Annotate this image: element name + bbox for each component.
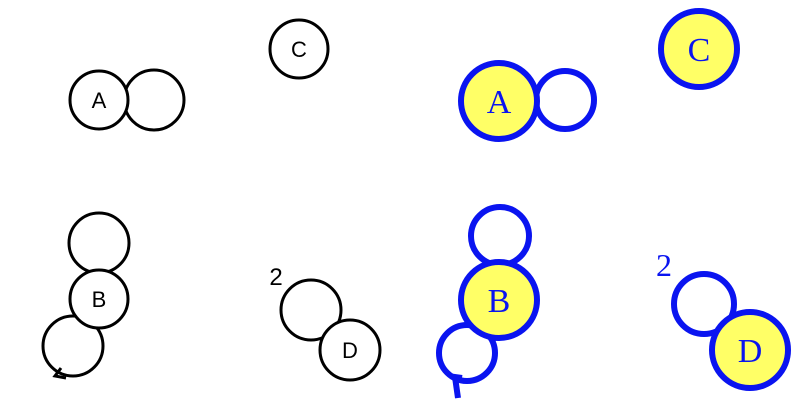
styled-glyphs: A C B 2 D	[436, 8, 791, 399]
styled-glyph-b-tail	[451, 373, 463, 399]
styled-glyph-b-label: B	[488, 283, 511, 320]
styled-glyph-d-ring	[671, 271, 737, 337]
styled-glyph-d-label: D	[738, 333, 763, 370]
styled-glyph-d-number: 2	[656, 247, 672, 283]
styled-glyph-b: B	[436, 204, 540, 399]
plain-glyph-d-number: 2	[269, 264, 282, 291]
plain-glyph-c-circle	[268, 18, 330, 80]
styled-glyph-d: 2 D	[656, 247, 791, 391]
plain-glyph-a: A	[68, 68, 186, 132]
plain-glyph-b: B	[41, 211, 131, 380]
styled-glyph-d-circle	[709, 309, 791, 391]
styled-glyph-a-label: A	[487, 84, 512, 121]
styled-glyph-c: C	[658, 8, 740, 90]
plain-glyph-a-ring	[122, 68, 186, 132]
plain-glyph-c: C	[268, 18, 330, 80]
plain-glyph-b-label: B	[92, 287, 107, 312]
plain-glyph-c-label: C	[291, 37, 307, 62]
styled-glyph-c-label: C	[688, 32, 711, 69]
styled-glyph-a: A	[458, 60, 597, 142]
plain-glyph-d-circle	[318, 318, 382, 382]
plain-glyph-b-tail	[52, 367, 67, 380]
styled-glyph-b-top-ring	[468, 204, 532, 268]
plain-glyph-b-top-ring	[67, 211, 131, 275]
styled-glyph-a-circle	[458, 60, 540, 142]
styled-glyph-a-ring	[533, 68, 597, 132]
plain-glyph-d-ring	[279, 278, 343, 342]
plain-glyph-d: 2 D	[269, 264, 382, 382]
plain-glyph-a-label: A	[92, 88, 107, 113]
plain-glyph-a-circle	[68, 69, 130, 131]
styled-glyph-b-circle	[458, 259, 540, 341]
styled-glyph-c-circle	[658, 8, 740, 90]
plain-glyph-d-label: D	[342, 338, 358, 363]
plain-glyphs: A C B 2 D	[41, 18, 382, 382]
plain-glyph-b-bottom-ring	[41, 314, 105, 378]
plain-glyph-b-circle	[68, 268, 130, 330]
